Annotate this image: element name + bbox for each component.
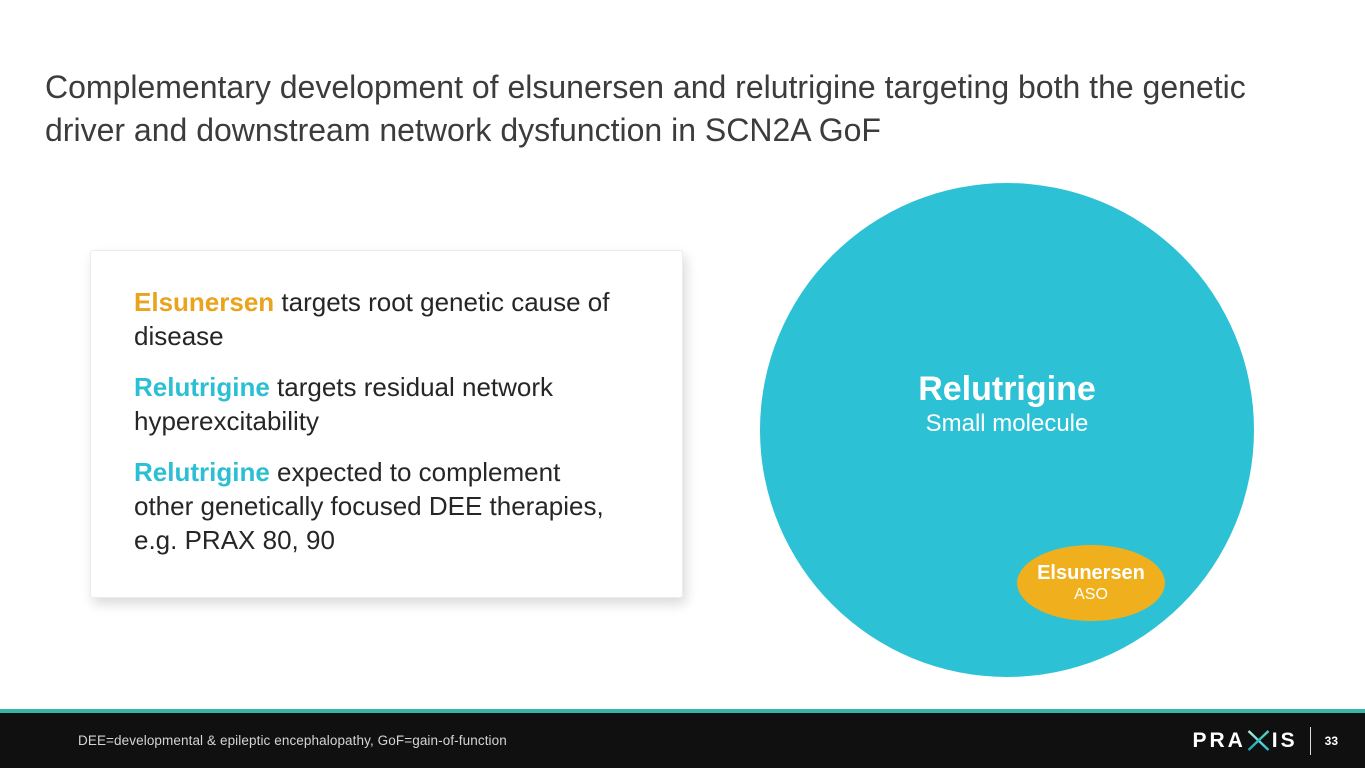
- drug-name-relutrigine: Relutrigine: [134, 372, 270, 402]
- footer-accent-rule: [0, 709, 1365, 713]
- key-point: Relutrigine expected to complement other…: [134, 455, 616, 557]
- slide-title: Complementary development of elsunersen …: [45, 69, 1246, 148]
- praxis-logo: PRA IS: [1192, 728, 1297, 753]
- key-point: Relutrigine targets residual network hyp…: [134, 370, 616, 438]
- footer-bar: DEE=developmental & epileptic encephalop…: [0, 713, 1365, 768]
- praxis-logo-text-post: IS: [1271, 728, 1298, 752]
- elsunersen-ellipse: Elsunersen ASO: [1017, 545, 1165, 621]
- footer-divider: [1309, 726, 1311, 755]
- key-point-text: expected to complement other genetically…: [134, 457, 604, 555]
- drug-name-elsunersen: Elsunersen: [134, 287, 275, 317]
- ellipse-label: Elsunersen: [1037, 561, 1145, 584]
- relutrigine-circle: Relutrigine Small molecule: [760, 183, 1254, 677]
- praxis-logo-x-icon: [1247, 730, 1270, 751]
- footer-right: PRA IS: [1192, 713, 1338, 768]
- ellipse-sublabel: ASO: [1074, 585, 1108, 603]
- page-number: 33: [1324, 733, 1338, 748]
- key-point-text: targets root genetic cause of disease: [134, 287, 610, 351]
- circle-sublabel: Small molecule: [925, 410, 1089, 437]
- key-point-text: targets residual network hyperexcitabili…: [134, 372, 554, 436]
- footnote: DEE=developmental & epileptic encephalop…: [78, 733, 507, 748]
- circle-label: Relutrigine: [918, 370, 1096, 408]
- key-points-card: Elsunersen targets root genetic cause of…: [90, 250, 683, 598]
- key-point: Elsunersen targets root genetic cause of…: [134, 285, 616, 353]
- drug-name-relutrigine: Relutrigine: [134, 457, 270, 487]
- praxis-logo-text-pre: PRA: [1192, 728, 1246, 752]
